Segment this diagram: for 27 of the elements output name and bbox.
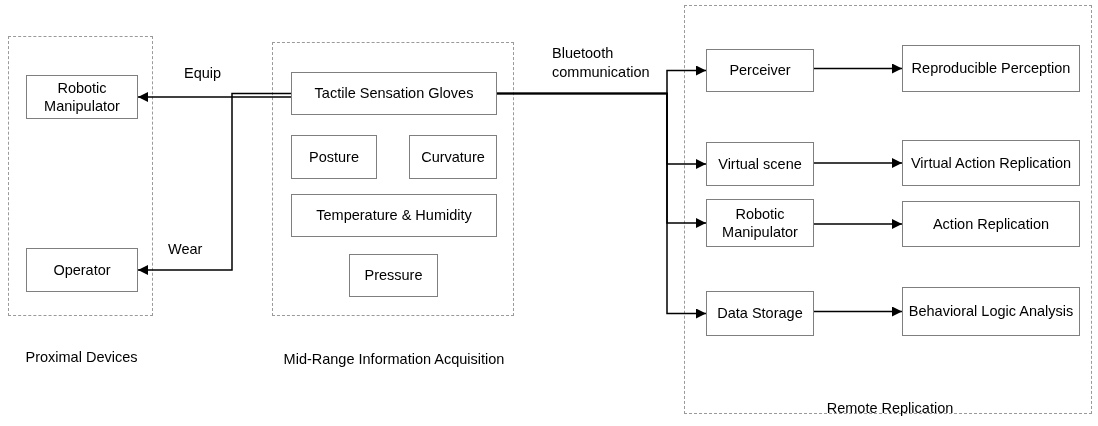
process-box: Pressure bbox=[349, 254, 438, 297]
process-box: Virtual Action Replication bbox=[902, 140, 1080, 186]
process-box: Curvature bbox=[409, 135, 497, 179]
process-box: Robotic Manipulator bbox=[706, 199, 814, 247]
group-title: Mid-Range Information Acquisition bbox=[282, 350, 506, 369]
process-box: Data Storage bbox=[706, 291, 814, 336]
arrow bbox=[813, 63, 903, 74]
group-title: Remote Replication bbox=[825, 399, 955, 418]
dashed-group-frame bbox=[684, 5, 1092, 414]
process-box: Reproducible Perception bbox=[902, 45, 1080, 92]
edge-label: Equip bbox=[182, 64, 224, 83]
arrow bbox=[813, 158, 903, 168]
process-box: Operator bbox=[26, 248, 138, 292]
process-box: Robotic Manipulator bbox=[26, 75, 138, 119]
process-box: Action Replication bbox=[902, 201, 1080, 247]
arrow bbox=[813, 306, 903, 317]
process-box: Virtual scene bbox=[706, 142, 814, 186]
arrow bbox=[813, 219, 903, 229]
process-box: Temperature & Humidity bbox=[291, 194, 497, 237]
process-box: Perceiver bbox=[706, 49, 814, 92]
arrow bbox=[137, 92, 292, 275]
arrow bbox=[496, 92, 707, 319]
arrow bbox=[137, 92, 292, 102]
process-box: Tactile Sensation Gloves bbox=[291, 72, 497, 115]
process-box: Posture bbox=[291, 135, 377, 179]
process-box: Behavioral Logic Analysis bbox=[902, 287, 1080, 336]
group-title: Proximal Devices bbox=[24, 348, 139, 367]
